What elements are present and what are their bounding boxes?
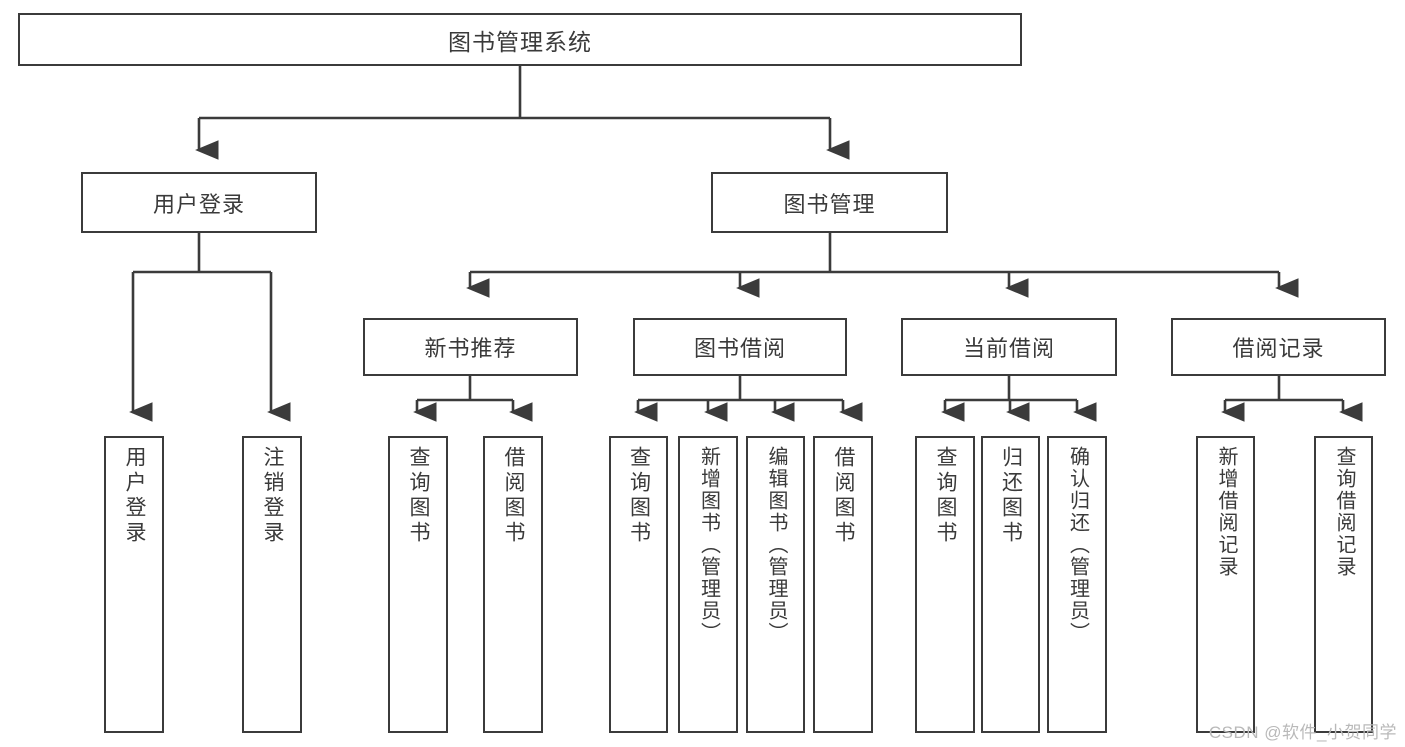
node-label: 新书推荐: [424, 336, 517, 361]
node-label: 图书管理系统: [448, 28, 592, 55]
leaf-user-login[interactable]: 用户登录: [104, 436, 164, 733]
node-label: 新增图书（管理员）: [697, 446, 720, 644]
node-new-book-recommendation[interactable]: 新书推荐: [363, 318, 578, 376]
node-label: 借阅记录: [1232, 336, 1325, 361]
node-label: 注销登录: [261, 446, 285, 546]
node-label: 图书借阅: [693, 336, 786, 361]
leaf-edit-book-admin[interactable]: 编辑图书（管理员）: [746, 436, 805, 733]
leaf-query-books-borrow[interactable]: 查询图书: [609, 436, 668, 733]
node-label: 借阅图书: [832, 446, 856, 546]
node-label: 图书管理: [783, 191, 876, 217]
leaf-add-book-admin[interactable]: 新增图书（管理员）: [678, 436, 738, 733]
node-current-borrowing[interactable]: 当前借阅: [901, 318, 1117, 376]
leaf-borrow-books[interactable]: 借阅图书: [813, 436, 873, 733]
node-label: 查询图书: [934, 446, 958, 546]
node-label: 借阅图书: [502, 446, 526, 546]
node-label: 查询图书: [407, 446, 431, 546]
node-book-borrowing[interactable]: 图书借阅: [633, 318, 847, 376]
leaf-query-books-recommend[interactable]: 查询图书: [388, 436, 448, 733]
leaf-query-borrow-record[interactable]: 查询借阅记录: [1314, 436, 1373, 733]
node-label: 当前借阅: [962, 336, 1055, 361]
node-book-management[interactable]: 图书管理: [711, 172, 948, 233]
node-label: 查询图书: [627, 446, 651, 546]
leaf-borrow-books-recommend[interactable]: 借阅图书: [483, 436, 543, 733]
node-label: 归还图书: [999, 446, 1023, 546]
node-root-book-management-system[interactable]: 图书管理系统: [18, 13, 1022, 66]
node-label: 确认归还（管理员）: [1066, 446, 1089, 644]
leaf-add-borrow-record[interactable]: 新增借阅记录: [1196, 436, 1255, 733]
leaf-confirm-return-admin[interactable]: 确认归还（管理员）: [1047, 436, 1107, 733]
node-label: 新增借阅记录: [1215, 446, 1237, 578]
node-label: 用户登录: [152, 191, 245, 217]
node-label: 用户登录: [123, 446, 147, 546]
leaf-return-books[interactable]: 归还图书: [981, 436, 1040, 733]
node-label: 查询借阅记录: [1333, 446, 1355, 578]
node-user-login[interactable]: 用户登录: [81, 172, 317, 233]
leaf-logout-login[interactable]: 注销登录: [242, 436, 302, 733]
leaf-query-books-current[interactable]: 查询图书: [915, 436, 975, 733]
node-borrowing-records[interactable]: 借阅记录: [1171, 318, 1386, 376]
node-label: 编辑图书（管理员）: [765, 446, 787, 644]
